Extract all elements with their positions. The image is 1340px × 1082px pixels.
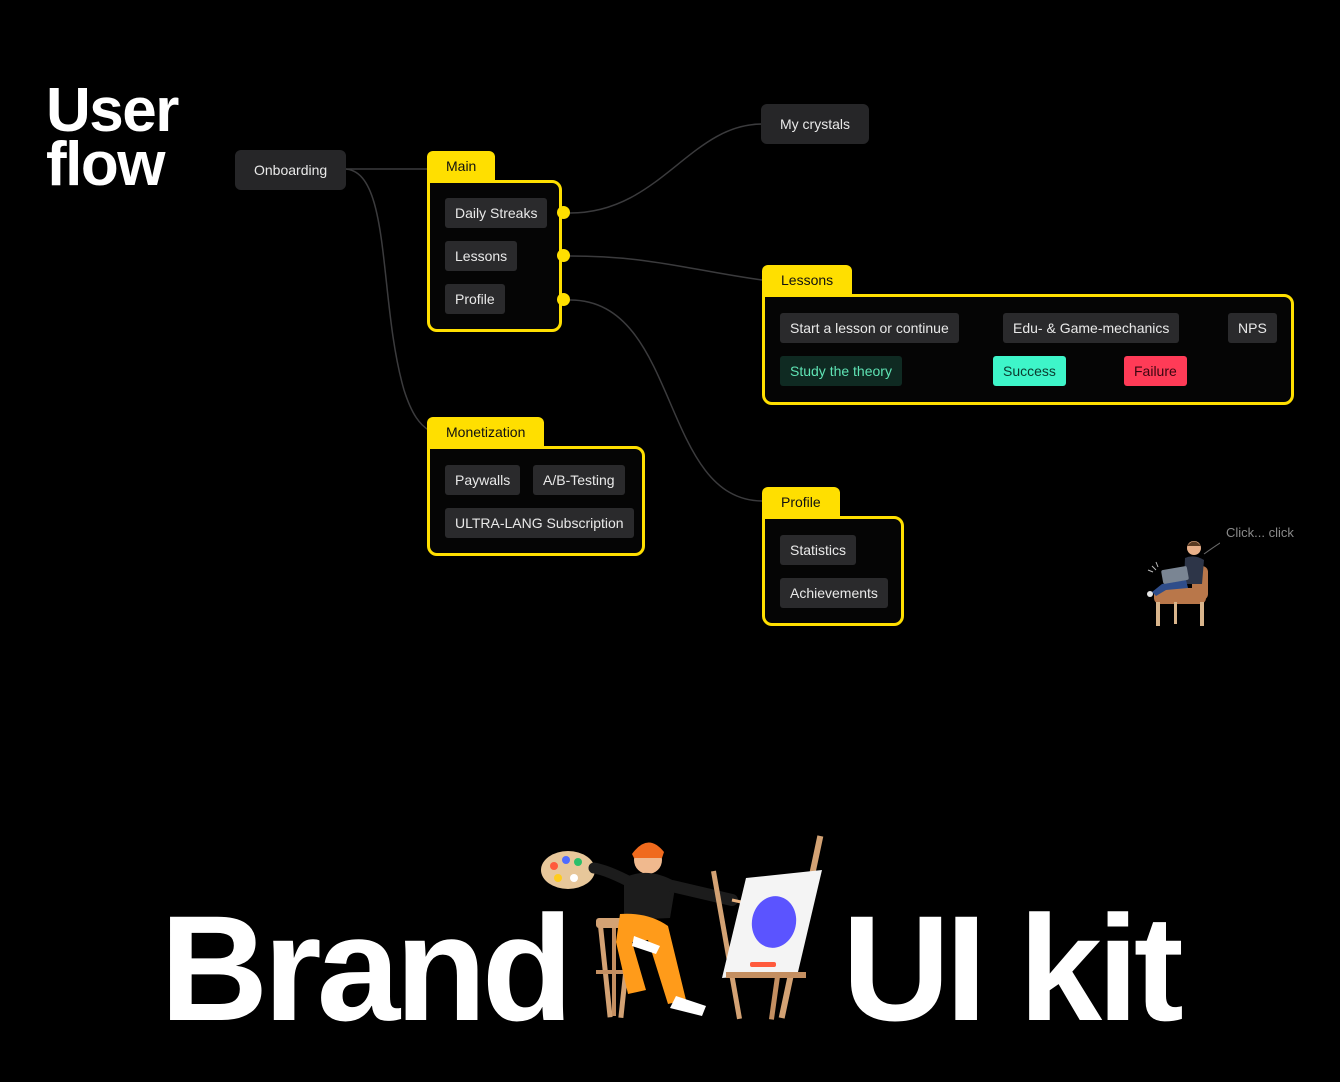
lessons-nps-node[interactable]: NPS [1228,313,1277,343]
monetization-item-subscription[interactable]: ULTRA-LANG Subscription [445,508,634,538]
connector-main-lessons [569,255,763,281]
person-on-armchair-illustration [1147,541,1220,626]
main-group-tab[interactable]: Main [427,151,496,183]
monetization-item-ab-testing[interactable]: A/B-Testing [533,465,625,495]
lessons-group-tab[interactable]: Lessons [762,265,853,297]
painter [588,842,751,1016]
profile-item-statistics[interactable]: Statistics [780,535,857,565]
lessons-failure-node[interactable]: Failure [1124,356,1187,386]
onboarding-node[interactable]: Onboarding [235,150,347,190]
title-line-2: flow [46,130,165,199]
my-crystals-node[interactable]: My crystals [761,104,869,144]
main-item-profile[interactable]: Profile [445,284,505,314]
connector-onboarding-monetization [343,168,431,432]
lessons-mechanics-node[interactable]: Edu- & Game-mechanics [1003,313,1180,343]
lessons-success-node[interactable]: Success [993,356,1066,386]
title-line-1: User [46,76,179,145]
brand-heading-left: Brand [160,884,573,1052]
main-item-lessons[interactable]: Lessons [445,241,518,271]
painter-at-easel-illustration [541,835,824,1020]
main-item-daily-streaks[interactable]: Daily Streaks [445,198,548,228]
brand-heading-right: UI kit [842,884,1184,1052]
connector-main-profile [569,299,763,502]
easel [711,835,824,1020]
monetization-item-paywalls[interactable]: Paywalls [445,465,521,495]
main-port-daily-streaks[interactable] [557,206,570,219]
page-title: User flow [46,76,179,199]
lessons-start-node[interactable]: Start a lesson or continue [780,313,959,343]
profile-group-tab[interactable]: Profile [762,487,840,519]
profile-group [762,516,904,626]
main-port-lessons[interactable] [557,249,570,262]
connector-main-crystals [569,123,763,214]
armchair [1154,566,1208,626]
person [1147,541,1204,597]
lessons-theory-node[interactable]: Study the theory [780,356,902,386]
monetization-group [427,446,645,556]
lessons-group [762,294,1294,405]
profile-item-achievements[interactable]: Achievements [780,578,888,608]
click-annotation: Click... click [1226,525,1294,540]
main-port-profile[interactable] [557,293,570,306]
palette-icon [541,851,595,889]
monetization-group-tab[interactable]: Monetization [427,417,545,449]
